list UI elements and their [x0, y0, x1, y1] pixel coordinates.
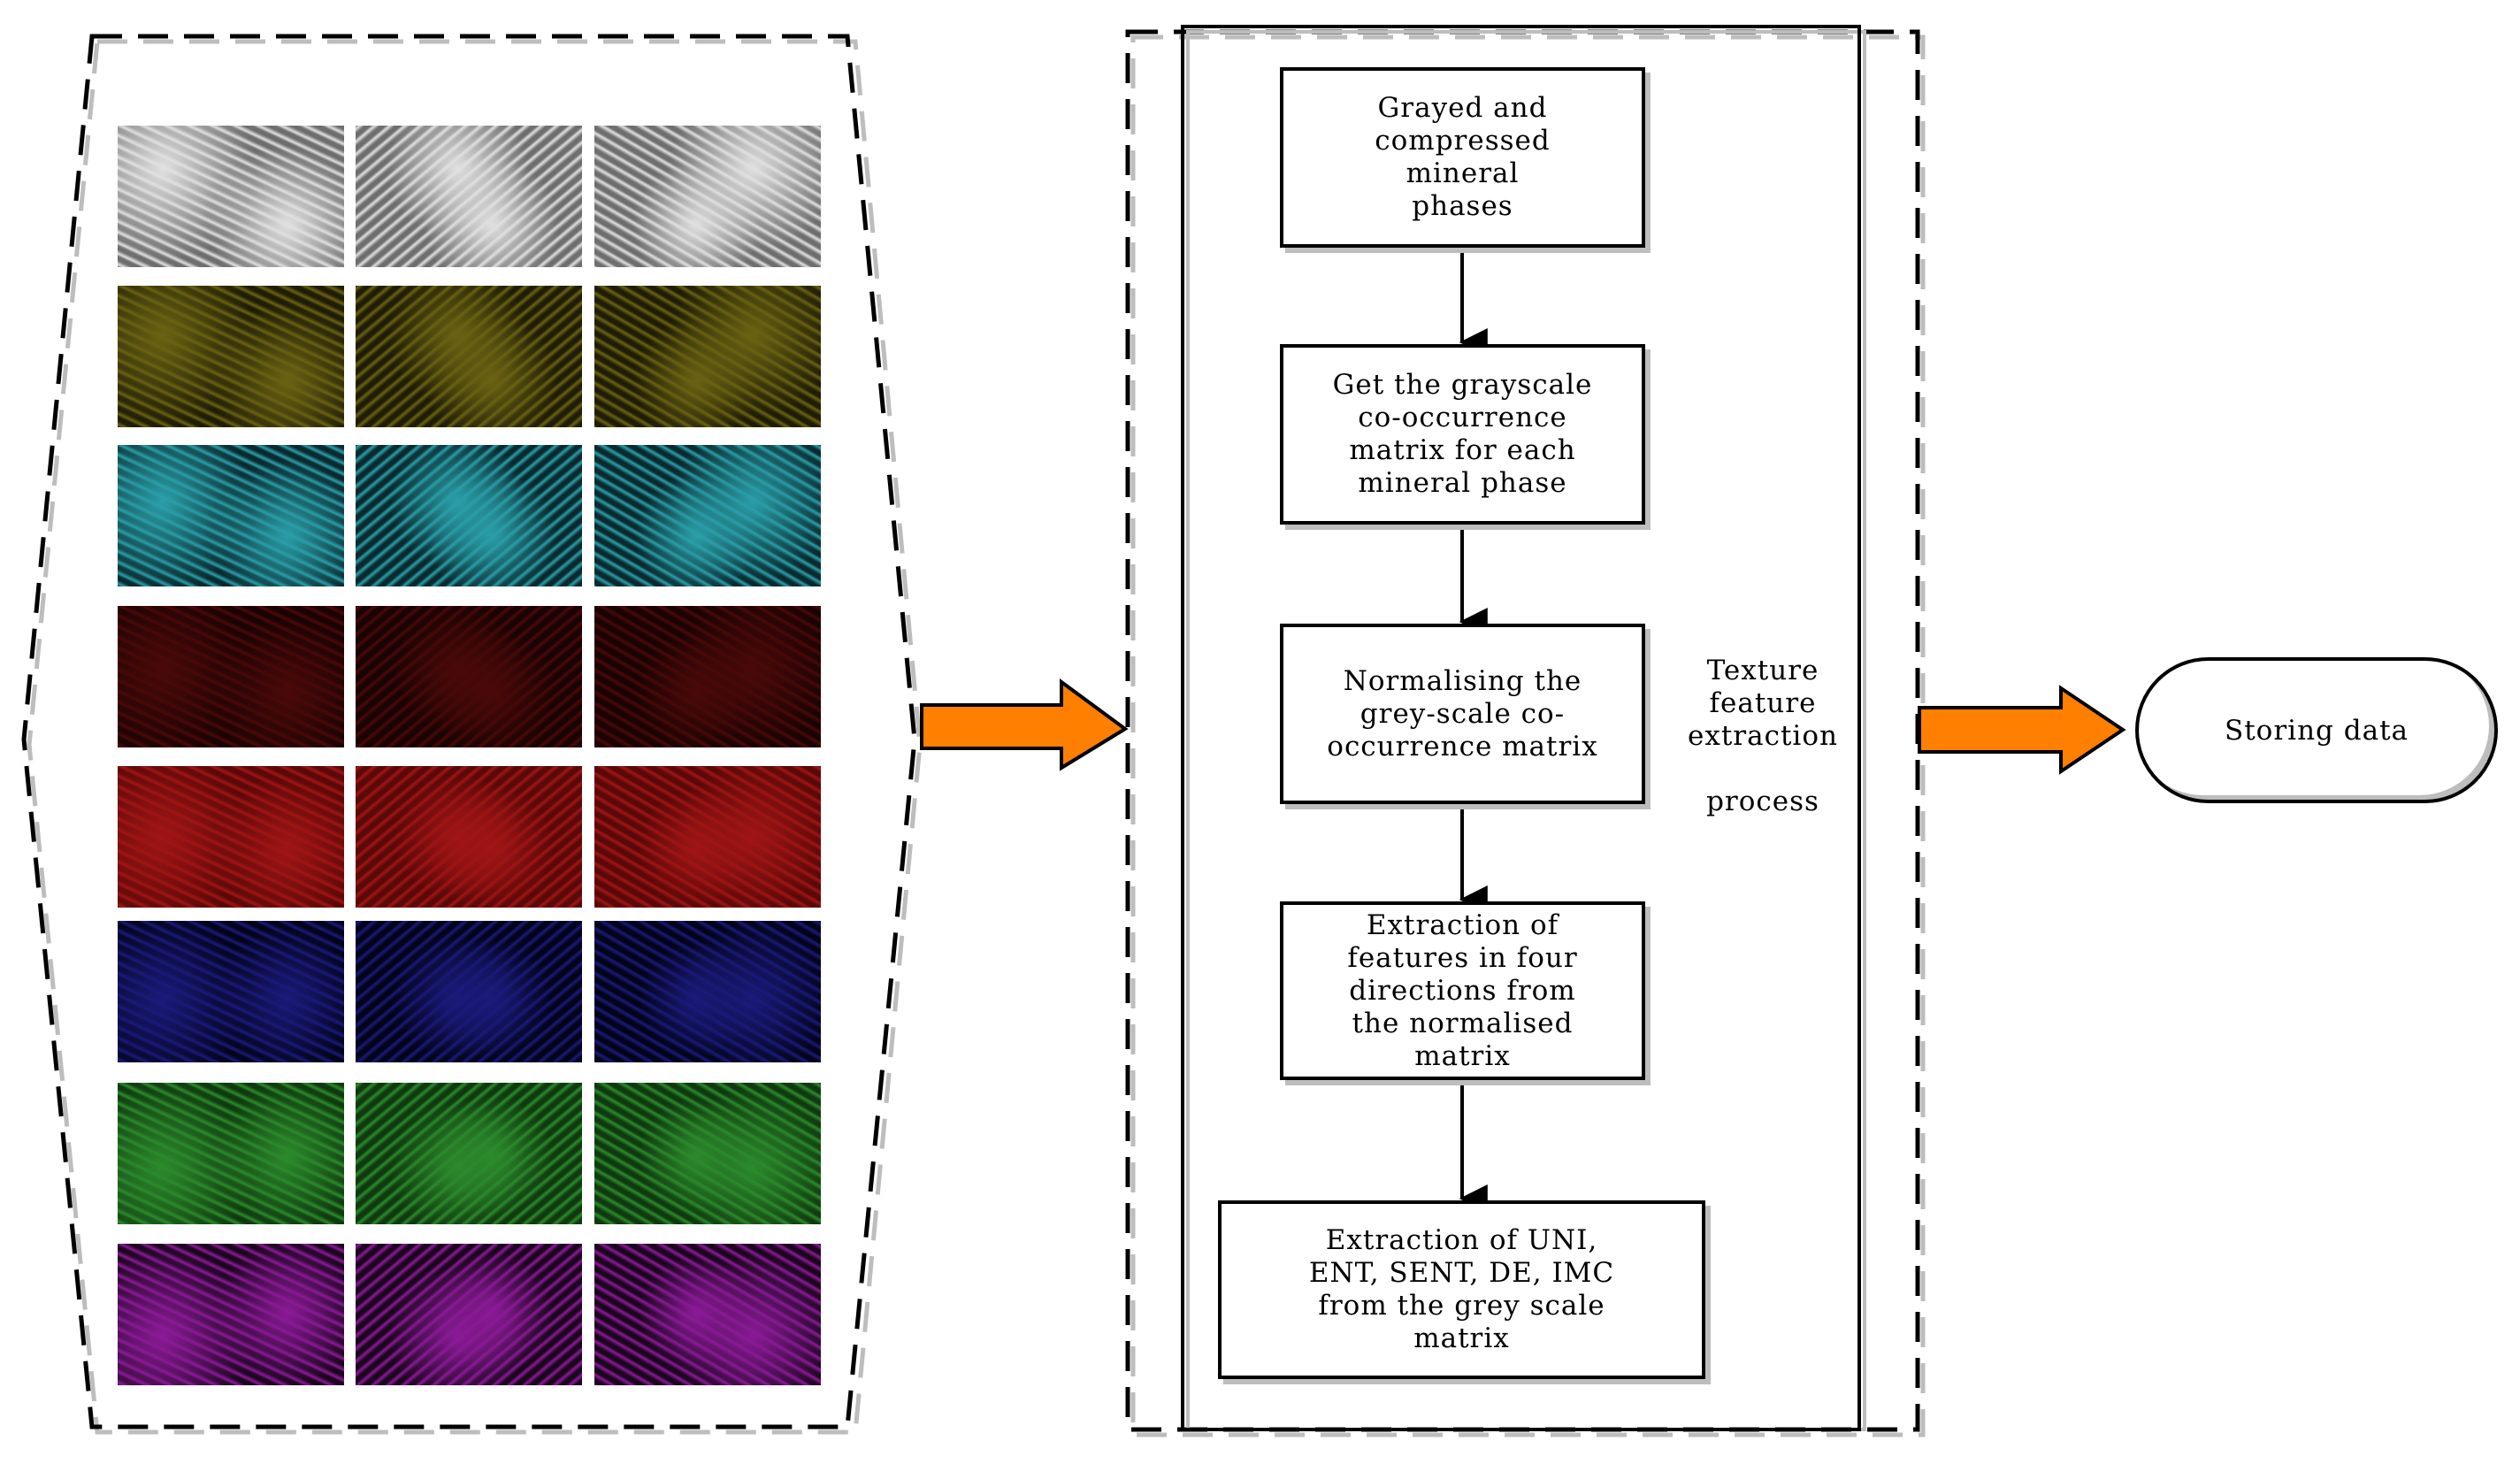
- mineral-phase-tile-dark-red: [594, 606, 821, 747]
- mineral-phase-tile-cyan: [356, 445, 582, 586]
- storing-data-terminal: Storing data: [2135, 657, 2498, 803]
- process-label: Texture feature extraction process: [1688, 655, 1838, 817]
- mineral-phase-tile-dark-red: [356, 606, 582, 747]
- mineral-phase-tile-yellow: [356, 286, 582, 427]
- mineral-phase-tile-green: [118, 1083, 344, 1224]
- flow-step-grayed-compressed: Grayed and compressed mineral phases: [1280, 67, 1645, 248]
- mineral-phase-tile-blue: [356, 921, 582, 1062]
- mineral-phase-tile-grayscale: [356, 126, 582, 267]
- mineral-phase-tile-red: [118, 766, 344, 908]
- mineral-phase-tile-green: [356, 1083, 582, 1224]
- flow-step-grayscale-cooccurrence: Get the grayscale co-occurrence matrix f…: [1280, 344, 1645, 525]
- flow-step-extraction-features: Extraction of UNI, ENT, SENT, DE, IMC fr…: [1218, 1200, 1705, 1379]
- mineral-phase-tile-red: [594, 766, 821, 908]
- mineral-phase-tile-yellow: [118, 286, 344, 427]
- flow-step-four-directions: Extraction of features in four direction…: [1280, 901, 1645, 1080]
- mineral-phase-tile-cyan: [594, 445, 821, 586]
- mineral-phase-tile-blue: [594, 921, 821, 1062]
- mineral-phase-tile-magenta: [356, 1244, 582, 1385]
- mineral-phase-tile-red: [356, 766, 582, 908]
- input-images-frame-shadow: [27, 39, 923, 1435]
- input-images-frame: [21, 34, 917, 1430]
- mineral-phase-tile-magenta: [594, 1244, 821, 1385]
- process-inner-frame: [1181, 25, 1861, 1431]
- arrow-to-storage: [1918, 685, 2126, 775]
- mineral-phase-tile-blue: [118, 921, 344, 1062]
- mineral-phase-tile-grayscale: [118, 126, 344, 267]
- storing-data-label: Storing data: [2224, 714, 2409, 747]
- mineral-phase-tile-green: [594, 1083, 821, 1224]
- mineral-phase-tile-grayscale: [594, 126, 821, 267]
- flow-step-normalising: Normalising the grey-scale co- occurrenc…: [1280, 624, 1645, 804]
- arrow-to-process: [920, 678, 1129, 771]
- mineral-phase-tile-cyan: [118, 445, 344, 586]
- mineral-phase-tile-magenta: [118, 1244, 344, 1385]
- mineral-phase-tile-dark-red: [118, 606, 344, 747]
- mineral-phase-tile-yellow: [594, 286, 821, 427]
